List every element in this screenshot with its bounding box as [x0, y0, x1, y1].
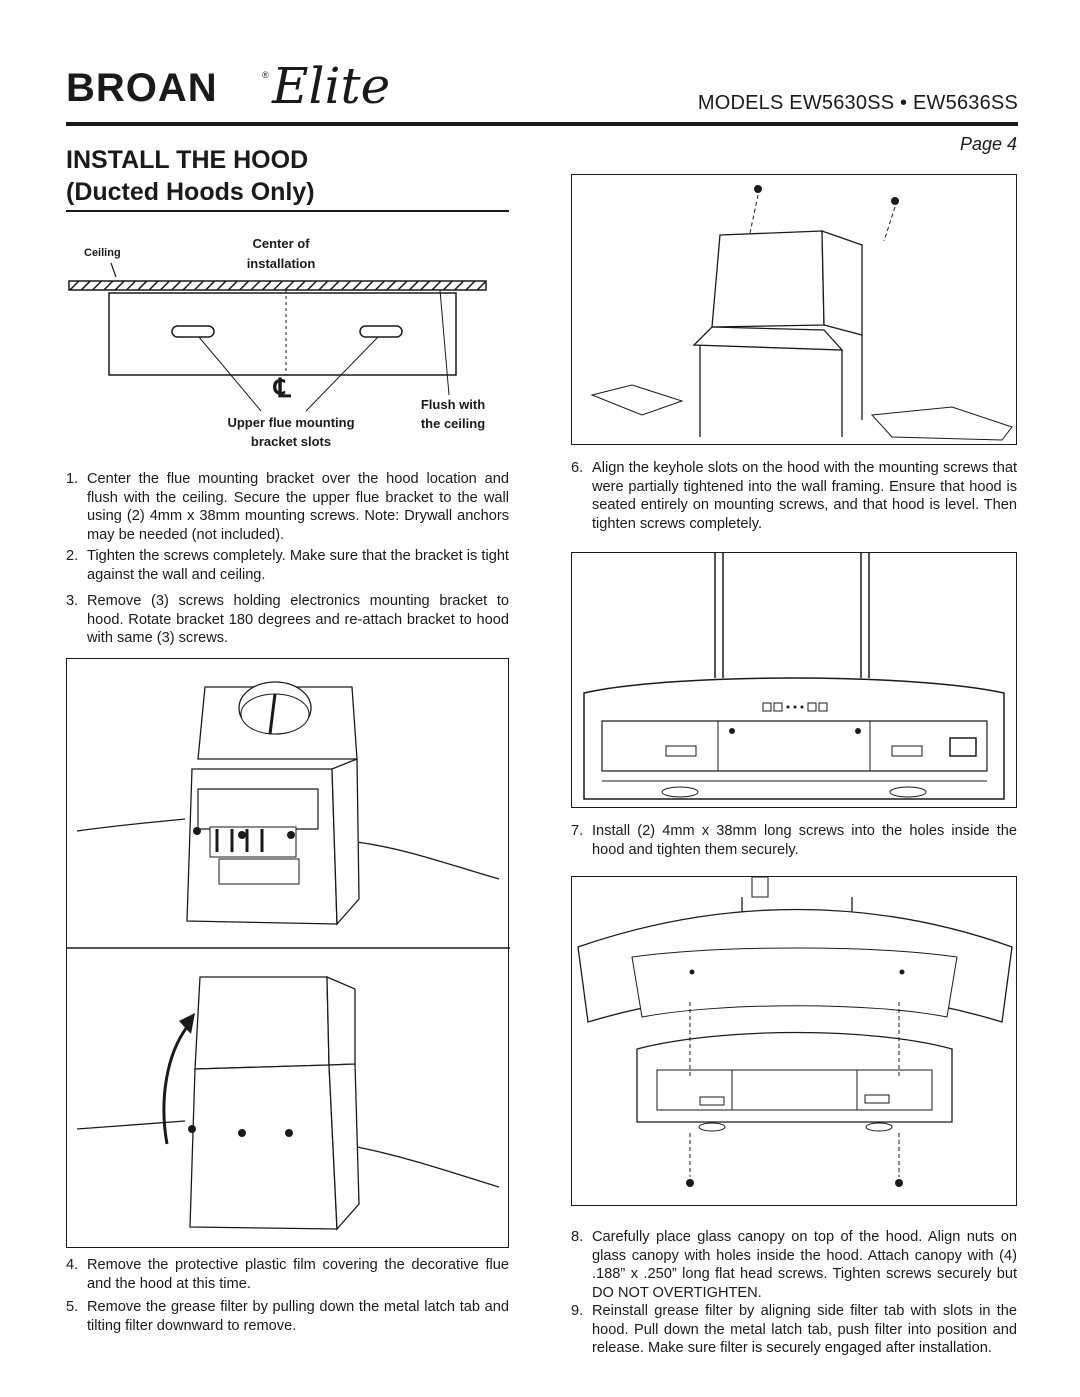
step-9: 9. Reinstall grease filter by aligning s… — [571, 1303, 1017, 1356]
step-4: 4. Remove the protective plastic film co… — [66, 1257, 509, 1292]
hood-mounted-figure — [571, 552, 1017, 808]
flush-label-line1: Flush with — [420, 397, 486, 412]
section-subtitle: (Ducted Hoods Only) — [66, 178, 315, 206]
step-8: 8. Carefully place glass canopy on top o… — [571, 1229, 1017, 1301]
registered-mark: ® — [262, 70, 269, 80]
slots-label-line1: Upper flue mounting — [227, 415, 355, 430]
page-number: Page 4 — [960, 134, 1018, 154]
center-label-line2: installation — [246, 256, 316, 271]
glass-canopy-illustration — [572, 877, 1018, 1187]
center-label-line1: Center of — [252, 236, 310, 251]
step-2: 2. Tighten the screws completely. Make s… — [66, 548, 509, 583]
bracket-diagram: Ceiling Center of installation ℄ Upper f… — [66, 225, 509, 457]
header-rule — [66, 122, 1018, 126]
models-heading: MODELS EW5630SS • EW5636SS — [697, 92, 1018, 114]
centerline-symbol: ℄ — [274, 373, 291, 403]
step-1: 1. Center the flue mounting bracket over… — [66, 471, 509, 543]
bracket-drawing — [66, 225, 509, 457]
step-7: 7. Install (2) 4mm x 38mm long screws in… — [571, 823, 1017, 858]
flue-bracket-figure — [571, 174, 1017, 445]
step-6: 6. Align the keyhole slots on the hood w… — [571, 460, 1017, 532]
section-title: INSTALL THE HOOD — [66, 146, 309, 174]
step-3: 3. Remove (3) screws holding electronics… — [66, 593, 509, 646]
brand-logo-broan: BROAN — [66, 66, 218, 110]
ceiling-label: Ceiling — [84, 247, 121, 259]
glass-canopy-figure — [571, 876, 1017, 1206]
bracket-rotation-figure — [66, 658, 509, 1248]
hood-body-illustration — [67, 659, 510, 1249]
step-5: 5. Remove the grease filter by pulling d… — [66, 1299, 509, 1334]
title-rule — [66, 210, 509, 212]
slots-label-line2: bracket slots — [250, 434, 332, 449]
brand-logo-elite: Elite — [272, 57, 391, 115]
flue-bracket-illustration — [572, 185, 1018, 446]
flush-label-line2: the ceiling — [420, 416, 486, 431]
hood-front-illustration — [572, 553, 1018, 809]
